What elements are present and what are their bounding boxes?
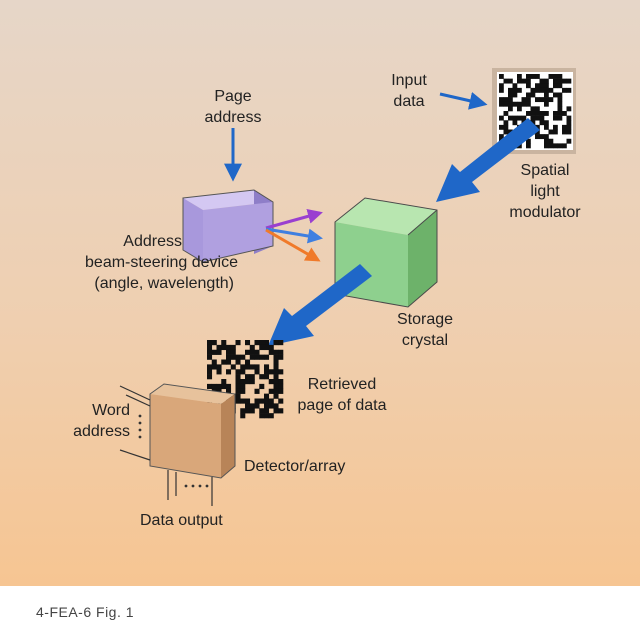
retrieved-data-pattern [207,340,284,419]
beam-purple [265,208,323,230]
data-output-dots [184,484,209,488]
diagram-graphics [0,0,640,586]
device-box [182,189,274,263]
holographic-storage-diagram: Input data Page address Spatial light mo… [0,0,640,586]
page-address-label: Page address [204,88,262,126]
spatial-light-modulator-label: Spatial light modulator [509,162,581,221]
beam-blue [265,227,323,244]
figure-caption: 4-FEA-6 Fig. 1 [36,604,135,620]
data-output-lines [167,470,213,506]
input-data-label: Input data [391,72,427,110]
retrieved-page-label: Retrieved page of data [297,376,387,414]
input-arrow [439,92,488,110]
beam-orange [265,228,321,262]
word-address-dots [138,414,142,439]
storage-crystal-label: Storage crystal [396,311,454,349]
word-address-lines [119,385,151,461]
blue-arrow-to-detector [268,264,372,346]
detector-array-label: Detector/array [244,458,346,475]
input-data-pattern [492,68,576,154]
blue-arrow-to-crystal [436,118,540,202]
word-address-label: Word address [73,402,130,440]
detector-panel [149,383,236,479]
address-device-label: Address beam-steering device (angle, wav… [85,233,238,292]
data-output-label: Data output [140,512,223,529]
